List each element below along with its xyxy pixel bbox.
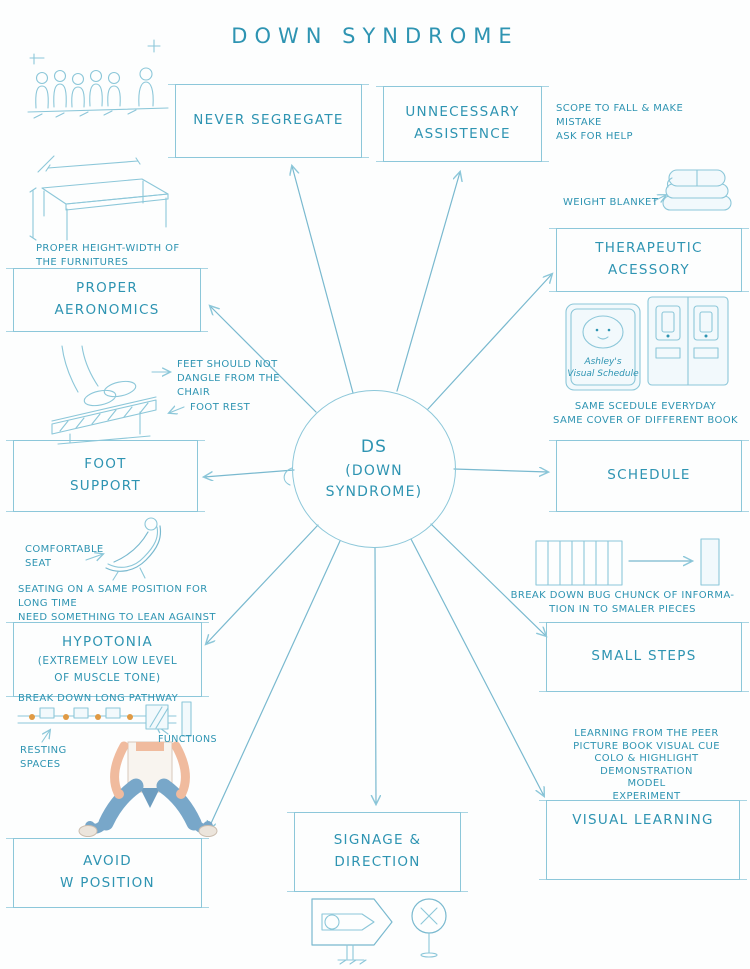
node-label-line1: THERAPEUTIC	[595, 240, 703, 257]
note-functions: FUNCTIONS	[158, 734, 217, 745]
center-label-line1: DS	[360, 437, 388, 458]
note-line: SEAT	[25, 558, 52, 569]
note-comfortable-seat: COMFORTABLE SEAT	[25, 543, 120, 571]
node-label: SMALL STEPS	[591, 648, 697, 665]
node-label-line2: ACESSORY	[608, 262, 690, 278]
book-title-line2: Visual Schedule	[567, 369, 639, 379]
node-label-line2: DIRECTION	[334, 854, 421, 870]
node-label-line2: ASSISTENCE	[414, 126, 511, 142]
note-unnecessary-assistance: SCOPE TO FALL & MAKE MISTAKE ASK FOR HEL…	[556, 102, 706, 144]
note-line: THE FURNITURES	[36, 257, 129, 268]
node-foot-support: FOOT SUPPORT	[6, 440, 205, 512]
note-line: MODEL	[627, 778, 666, 789]
node-label-line1: SIGNAGE &	[333, 832, 422, 849]
node-proper-aeronomics: PROPER AERONOMICS	[6, 268, 208, 332]
node-visual-learning: VISUAL LEARNING	[539, 800, 747, 880]
note-line: SAME SCEDULE EVERYDAY	[574, 401, 717, 412]
center-label-line3: SYNDROME)	[325, 483, 423, 500]
node-therapeutic-accessory: THERAPEUTIC ACESSORY	[549, 228, 749, 292]
node-signage-direction: SIGNAGE & DIRECTION	[287, 812, 468, 892]
note-line: SCOPE TO FALL & MAKE	[556, 103, 684, 114]
center-node: DS (DOWN SYNDROME)	[292, 390, 456, 548]
center-label-line2: (DOWN	[345, 462, 403, 479]
node-schedule: SCHEDULE	[549, 440, 749, 512]
note-line: FEET SHOULD NOT	[177, 359, 278, 370]
visual-schedule-books-sketch: Ashley's Visual Schedule	[565, 296, 729, 391]
note-line: PROPER HEIGHT-WIDTH OF	[36, 243, 180, 254]
note-line: MISTAKE	[556, 117, 602, 128]
node-label-line1: PROPER	[76, 280, 138, 297]
note-line: TION IN TO SMALER PIECES	[549, 604, 696, 615]
pathway-sketch	[17, 701, 192, 737]
node-label-line2: SUPPORT	[69, 478, 142, 494]
node-unnecessary-assistance: UNNECESSARY ASSISTENCE	[376, 86, 549, 162]
node-hypotonia: HYPOTONIA (EXTREMELY LOW LEVEL OF MUSCLE…	[6, 622, 209, 697]
node-small-steps: SMALL STEPS	[539, 622, 749, 692]
table-sketch	[29, 155, 169, 241]
note-visual-learning: LEARNING FROM THE PEER PICTURE BOOK VISU…	[553, 728, 740, 803]
page-title: DOWN SYNDROME	[231, 24, 519, 48]
note-line: COMFORTABLE	[25, 544, 104, 555]
foot-rest-sketch	[51, 345, 157, 445]
note-line: PICTURE BOOK VISUAL CUE	[573, 740, 720, 752]
note-line: SAME COVER OF DIFFERENT BOOK	[553, 415, 738, 426]
node-label-line2: (EXTREMELY LOW LEVEL	[37, 655, 178, 668]
node-label-line1: UNNECESSARY	[405, 104, 520, 121]
note-line: NEED SOMETHING TO LEAN AGAINST	[18, 612, 216, 623]
node-label-line1: FOOT	[84, 456, 127, 473]
note-feet-dangle: FEET SHOULD NOT DANGLE FROM THE CHAIR	[177, 358, 292, 400]
note-line: COLO & HIGHLIGHT	[594, 753, 699, 764]
node-never-segregate: NEVER SEGREGATE	[168, 84, 369, 158]
small-steps-sketch	[535, 538, 720, 586]
node-label-line1: HYPOTONIA	[61, 633, 154, 650]
note-line: SPACES	[20, 759, 61, 770]
node-label: NEVER SEGREGATE	[193, 112, 344, 129]
node-label-line2: AERONOMICS	[54, 302, 160, 318]
note-hypotonia-seating: SEATING ON A SAME POSITION FOR LONG TIME…	[18, 583, 253, 625]
note-resting-spaces: RESTING SPACES	[20, 744, 90, 772]
note-schedule: SAME SCEDULE EVERYDAY SAME COVER OF DIFF…	[553, 400, 738, 428]
note-foot-rest: FOOT REST	[190, 402, 251, 413]
note-line: LONG TIME	[18, 598, 78, 609]
note-line: DEMONSTRATION	[600, 765, 693, 777]
book-title-line1: Ashley's	[583, 357, 621, 367]
node-label-line2: W POSITION	[60, 875, 155, 891]
node-label-line1: AVOID	[83, 853, 132, 870]
node-label: VISUAL LEARNING	[572, 812, 714, 828]
note-small-steps: BREAK DOWN BUG CHUNCK OF INFORMA- TION I…	[505, 589, 740, 617]
note-line: SEATING ON A SAME POSITION FOR	[18, 584, 208, 595]
people-sketch	[27, 39, 169, 119]
note-line: DANGLE FROM THE	[177, 373, 280, 384]
w-position-figure-sketch	[78, 741, 218, 837]
note-line: ASK FOR HELP	[556, 131, 633, 142]
note-line: BREAK DOWN BUG CHUNCK OF INFORMA-	[510, 590, 735, 601]
note-line: CHAIR	[177, 387, 211, 398]
blanket-sketch	[662, 169, 732, 211]
node-label-line3: OF MUSCLE TONE)	[54, 672, 161, 685]
note-line: LEARNING FROM THE PEER	[574, 728, 719, 739]
signage-sketch	[311, 898, 447, 965]
note-line: RESTING	[20, 745, 67, 756]
note-proper-aeronomics: PROPER HEIGHT-WIDTH OF THE FURNITURES	[36, 242, 206, 270]
note-break-down-pathway: BREAK DOWN LONG PATHWAY	[18, 693, 179, 704]
note-weight-blanket: WEIGHT BLANKET	[563, 197, 659, 208]
node-avoid-w-position: AVOID W POSITION	[6, 838, 209, 908]
note-line: EXPERIMENT	[612, 790, 681, 802]
node-label: SCHEDULE	[607, 467, 691, 484]
